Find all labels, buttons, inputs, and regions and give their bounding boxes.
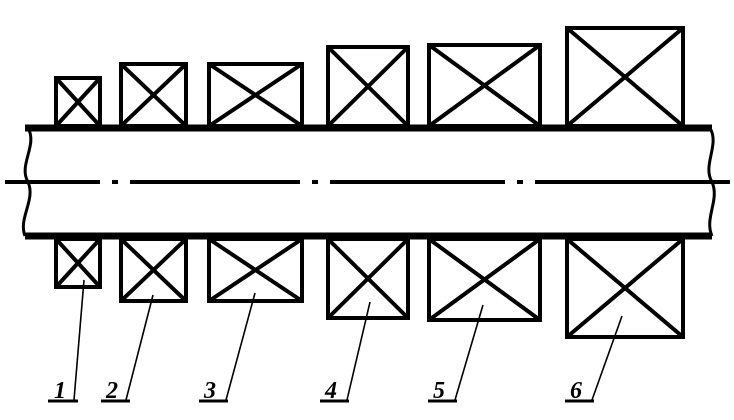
- bearing-6-top: [565, 26, 685, 128]
- bearing-4-bottom: [326, 237, 410, 320]
- label-6: 6: [570, 378, 582, 404]
- bearing-1-top: [54, 76, 102, 128]
- leader-line-5: [454, 304, 484, 401]
- bearing-2: [119, 62, 188, 303]
- bearing-3-bottom: [207, 237, 304, 303]
- bearing-5-bottom: [427, 237, 542, 322]
- bearing-6: [565, 26, 685, 339]
- label-3: 3: [203, 378, 216, 404]
- leader-line-4: [346, 301, 371, 401]
- bearing-4: [326, 45, 410, 320]
- bearing-3-top: [207, 62, 304, 128]
- leader-line-1: [73, 279, 85, 401]
- bearing-2-top: [119, 62, 188, 128]
- bearing-1-bottom: [54, 237, 102, 289]
- bearing-1: [54, 76, 102, 289]
- label-2: 2: [105, 378, 118, 404]
- label-4: 4: [324, 378, 337, 404]
- leader-line-2: [125, 294, 154, 401]
- bearing-5-top: [427, 43, 542, 128]
- bearing-4-top: [326, 45, 410, 128]
- bearing-5: [427, 43, 542, 322]
- bearing-2-bottom: [119, 237, 188, 303]
- label-5: 5: [433, 378, 445, 404]
- label-1: 1: [54, 378, 66, 404]
- leader-line-6: [591, 315, 623, 401]
- bearing-3: [207, 62, 304, 303]
- leader-line-3: [225, 292, 256, 401]
- bearing-6-bottom: [565, 237, 685, 339]
